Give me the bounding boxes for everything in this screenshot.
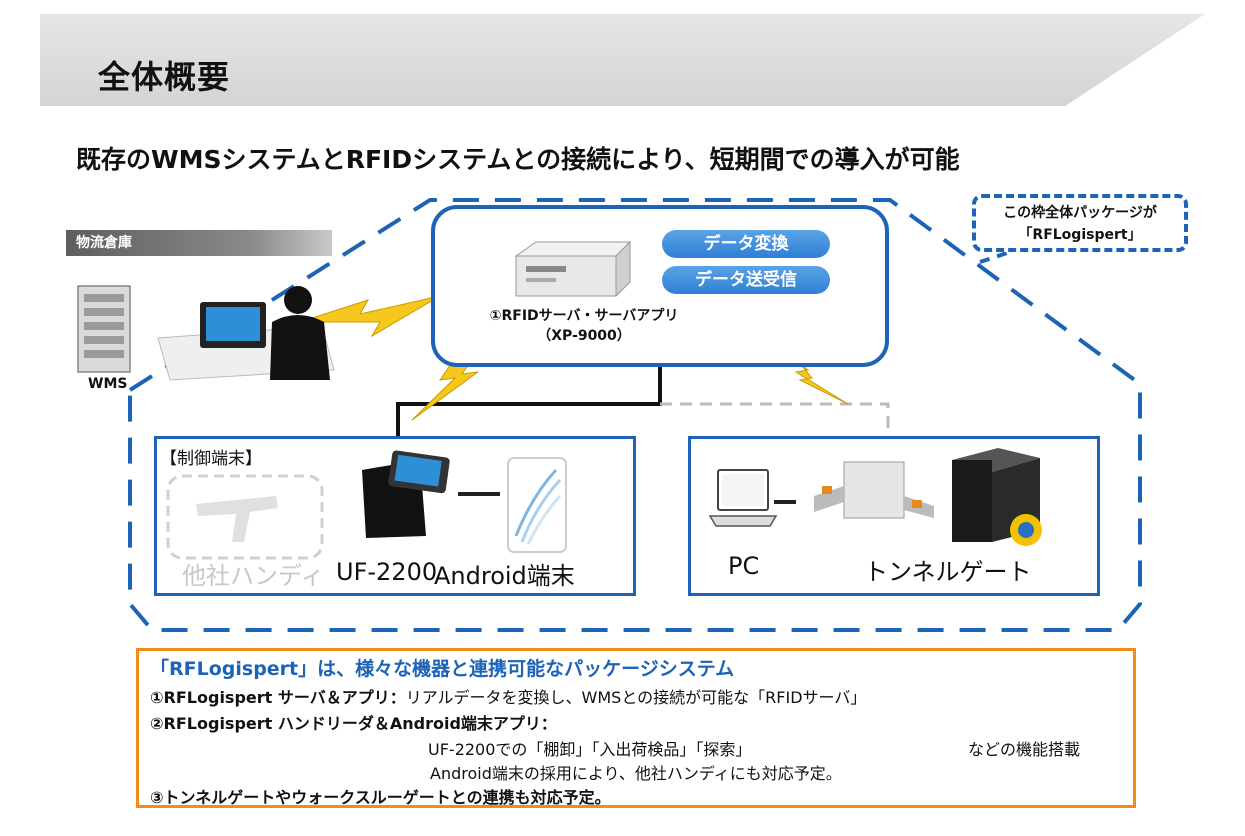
android-device-icon <box>507 457 567 553</box>
subtitle: 既存のWMSシステムとRFIDシステムとの接続により、短期間での導入が可能 <box>76 145 960 174</box>
wms-label: WMS <box>88 376 128 392</box>
callout-line1: この枠全体パッケージが <box>1003 205 1157 221</box>
header-band <box>40 14 1205 106</box>
server-caption-line1: ①RFIDサーバ・サーバアプリ <box>489 308 679 324</box>
terminal-heading: 【制御端末】 <box>160 449 262 469</box>
uf2200-device-icon <box>362 450 450 538</box>
tunnel-gate-icon <box>952 448 1042 546</box>
tag-data-conversion: データ変換 <box>662 230 830 258</box>
connector-gates <box>660 402 890 436</box>
summary-item-1: ①RFLogispert サーバ＆アプリ：リアルデータを変換し、WMSとの接続が… <box>150 684 866 708</box>
tag-data-transfer: データ送受信 <box>662 266 830 294</box>
caption-android: Android端末 <box>434 562 575 590</box>
summary-box <box>136 648 1136 808</box>
warehouse-illustration <box>77 285 335 381</box>
caption-other-handy: 他社ハンディ <box>182 562 325 590</box>
warehouse-label: 物流倉庫 <box>66 230 332 256</box>
other-handy-icon <box>166 474 324 560</box>
caption-pc: PC <box>728 552 760 580</box>
summary-item-3: ③トンネルゲートやウォークスルーゲートとの連携も対応予定。 <box>150 788 611 807</box>
pc-icon <box>708 469 778 527</box>
page-title: 全体概要 <box>98 58 231 96</box>
separator-dash-gate <box>774 500 796 504</box>
summary-item-2-line1b: などの機能搭載 <box>968 740 1081 759</box>
callout-line2: 「RFLogispert」 <box>1018 227 1142 243</box>
separator-dash <box>458 492 500 496</box>
server-caption: ①RFIDサーバ・サーバアプリ （XP-9000） <box>480 306 688 346</box>
caption-tunnel-gate: トンネルゲート <box>864 558 1032 586</box>
operator-icon <box>157 286 335 381</box>
summary-item-1-text: リアルデータを変換し、WMSとの接続が可能な「RFIDサーバ」 <box>405 688 867 707</box>
callout-pointer <box>979 250 1011 264</box>
package-callout: この枠全体パッケージが 「RFLogispert」 <box>972 194 1188 252</box>
summary-item-2-line2: Android端末の採用により、他社ハンディにも対応予定。 <box>430 764 842 783</box>
caption-uf2200: UF-2200 <box>336 558 438 586</box>
server-device-icon <box>514 240 632 298</box>
summary-item-1-label: ①RFLogispert サーバ＆アプリ： <box>150 688 406 707</box>
server-rack-icon <box>77 285 131 373</box>
server-caption-line2: （XP-9000） <box>537 328 631 344</box>
connector-terminals <box>396 366 662 436</box>
summary-item-2-line1a: UF-2200での「棚卸」「入出荷検品」「探索」 <box>428 740 752 759</box>
summary-item-2-label: ②RFLogispert ハンドリーダ＆Android端末アプリ： <box>150 714 557 733</box>
conveyor-gate-icon <box>814 461 934 519</box>
package-outline <box>128 198 1142 632</box>
summary-heading: 「RFLogispert」は、様々な機器と連携可能なパッケージシステム <box>150 658 735 680</box>
